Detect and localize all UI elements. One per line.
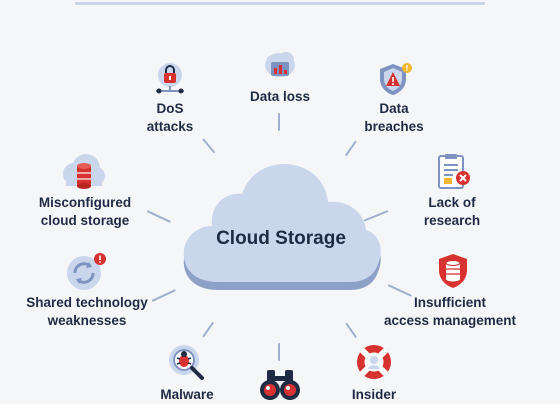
lifebuoy-icon bbox=[357, 345, 391, 379]
node-label-dos-attacks: DoS attacks bbox=[146, 101, 194, 134]
bug-magnifier-icon bbox=[169, 345, 204, 380]
node-label-shared-technology-weaknesses: Shared technology weaknesses bbox=[26, 295, 148, 328]
node-label-insufficient-access-management: Insufficient access management bbox=[383, 295, 517, 328]
node-label-malware: Malware bbox=[160, 387, 214, 402]
center-label: Cloud Storage bbox=[216, 228, 346, 249]
header-divider bbox=[75, 2, 485, 5]
spoke-dos bbox=[202, 138, 216, 154]
spoke-insider bbox=[345, 322, 358, 339]
spoke-breach bbox=[344, 140, 357, 157]
node-label-insider: Insider bbox=[351, 387, 397, 402]
binoculars-icon bbox=[260, 370, 300, 400]
spoke-shared bbox=[151, 289, 176, 302]
database-shield-icon bbox=[439, 254, 467, 288]
spoke-miscfg bbox=[146, 210, 171, 223]
shield-warning-icon bbox=[380, 63, 412, 95]
spoke-spy bbox=[278, 343, 280, 361]
central-cloud: Cloud Storage bbox=[183, 164, 381, 290]
node-label-data-loss: Data loss bbox=[249, 89, 311, 104]
spoke-malware bbox=[202, 321, 215, 338]
spoke-loss bbox=[278, 113, 280, 131]
node-label-data-breaches: Data breaches bbox=[364, 101, 424, 134]
node-label-lack-of-research: Lack of research bbox=[423, 195, 481, 228]
clipboard-error-icon bbox=[438, 154, 470, 189]
node-label-misconfigured-cloud-storage: Misconfigured cloud storage bbox=[38, 195, 132, 228]
sync-alert-icon bbox=[67, 253, 106, 290]
cloud-database-icon bbox=[63, 154, 105, 189]
lock-network-icon bbox=[156, 63, 184, 94]
database-chart-icon bbox=[265, 52, 295, 77]
